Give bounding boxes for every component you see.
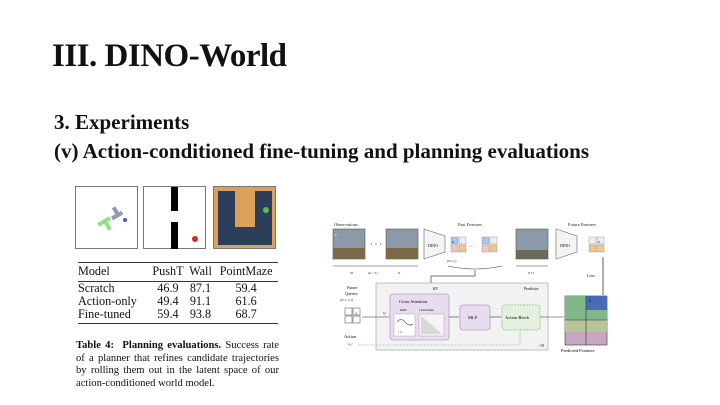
dino-encoder (423, 228, 446, 260)
col-header: PushT (149, 262, 187, 282)
future-queries-label: Queries (345, 291, 358, 296)
future-queries-label: Future (347, 285, 358, 290)
rope-label: RoPE (400, 309, 407, 312)
planning-results-table: Model PushT Wall PointMaze Scratch 46.9 87… (78, 262, 278, 324)
cell: 61.6 (235, 294, 257, 308)
subsection-heading: (v) Action-conditioned fine-tuning and p… (54, 139, 590, 163)
col-header: Model (78, 262, 150, 282)
xhat-label: x̂ (588, 298, 591, 303)
cell: 49.4 (157, 294, 179, 308)
action-symbol: a_t (348, 342, 354, 346)
mlp-block (459, 304, 491, 331)
tauj-label: τi+1 (528, 271, 534, 275)
tau0-label: τ0 (350, 271, 353, 275)
causal-mask-label: Causal Mask (419, 309, 434, 312)
xn-label: ×N (539, 343, 544, 348)
table-row: Action-only 49.4 91.1 61.6 (78, 295, 278, 308)
taui-label: τi (398, 271, 400, 275)
dino-label: DINO (428, 243, 438, 248)
x-label: x (597, 239, 600, 244)
x-label: x (451, 239, 454, 244)
rope-axes: τ i j (398, 331, 402, 334)
future-features-label: Future Features (568, 222, 596, 227)
cell: 59.4 (235, 281, 257, 295)
rope-panel (393, 313, 416, 337)
caption-text: Success rate of a planner that refines c… (76, 340, 279, 389)
col-header: Wall (186, 262, 215, 282)
cell: 93.8 (186, 308, 215, 324)
action-block (501, 304, 541, 331)
caption-label: Table 4: (76, 340, 114, 351)
section-heading: 3. Experiments (54, 110, 190, 134)
predicted-features-image (564, 295, 608, 346)
past-features-label: Past Features (458, 222, 482, 227)
target-frame (515, 228, 549, 260)
observations-label: Observations (334, 222, 358, 227)
pointmaze-thumbnail (213, 186, 276, 249)
table-row: Scratch 46.9 87.1 59.4 (78, 282, 278, 296)
pusht-thumbnail (75, 186, 138, 249)
q-input-label: Q (383, 311, 386, 315)
predicted-features-label: Predicted Features (561, 348, 595, 353)
ellipsis: ·· (469, 244, 473, 250)
kv-label: KV (432, 286, 439, 291)
past-index-label: (τ0, i, j) (447, 259, 456, 264)
mlp-label: MLP (468, 315, 478, 320)
action-label: Action (344, 334, 357, 339)
predictor-label: Predictor (524, 286, 539, 291)
observation-frame (385, 228, 419, 260)
dino-label: DINO (560, 243, 570, 248)
cell: 46.9 (157, 281, 179, 295)
caption-title: Planning evaluations. (122, 340, 222, 351)
v-label: v (335, 232, 337, 237)
cell: Fine-tuned (78, 308, 150, 324)
slide-title: III. DINO-World (52, 38, 287, 74)
future-queries-label: (τi+1, i', j') (340, 298, 353, 303)
table-caption: Table 4: Planning evaluations. Success r… (76, 340, 279, 390)
ellipsis: · · · (370, 240, 382, 249)
cell: Scratch (78, 281, 115, 295)
query-tiles (344, 307, 361, 324)
cell: 59.4 (149, 308, 187, 324)
cell: 91.1 (189, 294, 212, 308)
dino-encoder (555, 228, 578, 260)
action-block-label: Action Block (505, 315, 530, 320)
observation-frame (332, 228, 366, 260)
col-header: PointMaze (214, 262, 278, 282)
cell: 68.7 (214, 308, 278, 324)
cell: Action-only (78, 294, 137, 308)
loss-label: Loss (587, 273, 595, 278)
q-label: q (355, 311, 357, 315)
delta-label: Δτ ~ U (368, 271, 378, 275)
cross-attention-label: Cross Attention (399, 299, 428, 304)
cell: 87.1 (189, 281, 212, 295)
wall-thumbnail (143, 186, 206, 249)
